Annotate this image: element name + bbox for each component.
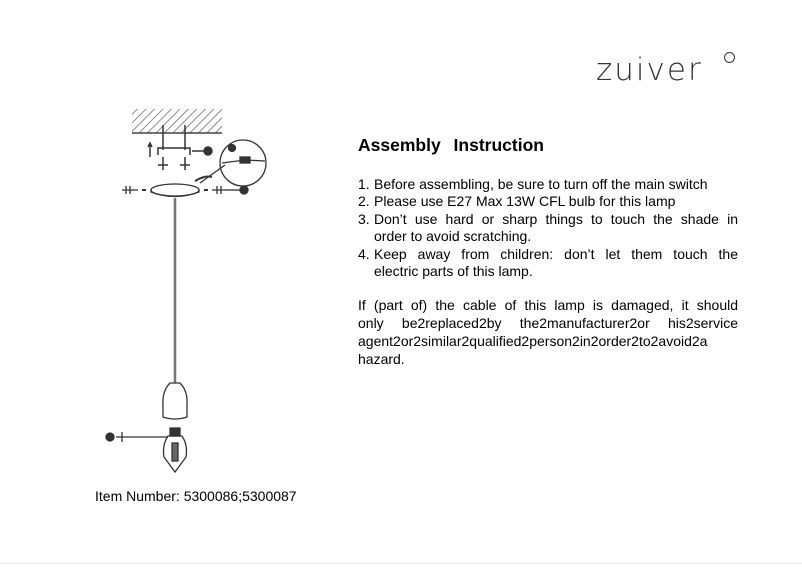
- logo-degree-mark: [724, 52, 735, 63]
- canopy-icon: [122, 175, 249, 198]
- wire-connector-detail-icon: [199, 139, 267, 187]
- lamp-holder-icon: [162, 382, 188, 420]
- bulb-icon: [105, 427, 188, 474]
- instruction-item: 2. Please use E27 Max 13W CFL bulb for t…: [358, 193, 676, 210]
- lamp-assembly-diagram: [105, 109, 267, 474]
- instruction-item: 1. Before assembling, be sure to turn of…: [358, 176, 708, 192]
- ceiling-icon: [132, 109, 222, 134]
- mounting-bracket-icon: [147, 125, 213, 170]
- instruction-item: 4. Keep away from children: don’t let th…: [358, 245, 738, 280]
- item-number: Item Number: 5300086;5300087: [95, 488, 297, 504]
- page-divider: [0, 563, 802, 564]
- brand-logo: zuiver: [596, 52, 703, 88]
- instruction-list: 1. Before assembling, be sure to turn of…: [358, 176, 738, 280]
- cable-warning-paragraph: If (part of) the cable of this lamp is d…: [358, 297, 738, 367]
- page-title: Assembly Instruction: [358, 135, 544, 155]
- instruction-item: 3. Don’t use hard or sharp things to tou…: [358, 210, 738, 245]
